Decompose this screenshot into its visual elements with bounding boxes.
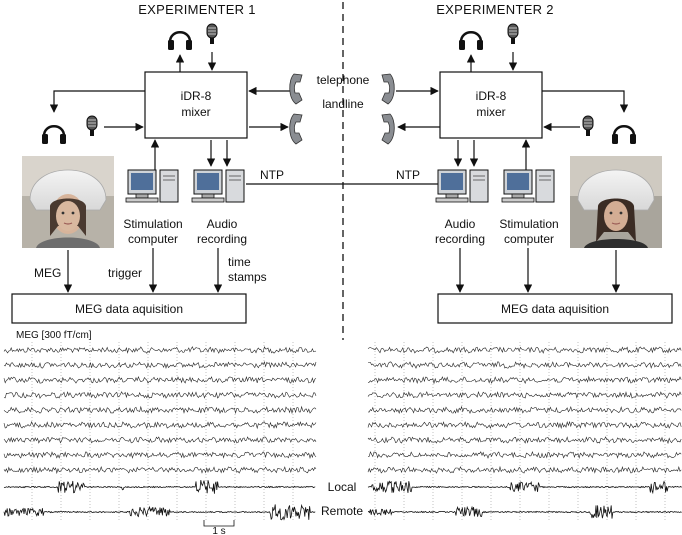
- landline-label: landline: [322, 97, 364, 111]
- meg-acquisition-label-1: MEG data aquisition: [75, 302, 183, 316]
- headphones-icon: [459, 31, 483, 50]
- remote-label: Remote: [321, 504, 363, 518]
- microphone-icon: [206, 23, 218, 44]
- meg-signal-label: MEG: [34, 266, 61, 280]
- microphone-icon: [582, 115, 594, 136]
- participant-photo-2: [570, 156, 662, 248]
- ntp-label-left: NTP: [260, 168, 284, 182]
- meg-scale-label: MEG [300 fT/cm]: [16, 330, 92, 341]
- computer-icon: [125, 169, 179, 203]
- ntp-label-right: NTP: [396, 168, 420, 182]
- headphones-icon: [168, 31, 192, 50]
- meg-trace: [3, 391, 317, 399]
- meg-trace: [367, 450, 682, 459]
- audio-trace: [367, 480, 682, 495]
- meg-acquisition-label-2: MEG data aquisition: [501, 302, 609, 316]
- mixer-label-line1: iDR-8: [476, 89, 507, 103]
- meg-trace: [3, 360, 317, 369]
- local-label: Local: [328, 480, 357, 494]
- stim-computer-label-line1: Stimulation: [499, 217, 558, 231]
- meg-trace: [367, 436, 682, 445]
- telephone-icon: [289, 113, 303, 145]
- time-stamps-label-line2: stamps: [228, 270, 267, 284]
- audio-recording-label-line2: recording: [197, 232, 247, 246]
- audio-trace: [367, 505, 682, 519]
- telephone-icon: [381, 73, 395, 105]
- mixer-label-line2: mixer: [476, 105, 505, 119]
- experimenter-1-title: EXPERIMENTER 1: [138, 2, 256, 17]
- meg-trace: [3, 465, 317, 475]
- time-scale-bar: [203, 520, 235, 527]
- meg-trace: [367, 390, 682, 399]
- meg-trace: [3, 436, 317, 444]
- meg-trace: [3, 375, 317, 384]
- audio-trace: [3, 503, 316, 521]
- trigger-label: trigger: [108, 266, 142, 280]
- headphones-icon: [42, 125, 66, 144]
- microphone-icon: [507, 23, 519, 44]
- stim-computer-label-line1: Stimulation: [123, 217, 182, 231]
- participant-photo-1: [22, 156, 114, 248]
- stim-computer-label-line2: computer: [128, 232, 178, 246]
- meg-trace: [367, 420, 682, 430]
- time-scale-label: 1 s: [212, 526, 225, 535]
- mixer-box-2: [439, 71, 543, 139]
- audio-recording-label-line2: recording: [435, 232, 485, 246]
- audio-recording-label-line1: Audio: [207, 217, 238, 231]
- meg-trace: [3, 420, 317, 430]
- meg-trace: [367, 375, 682, 385]
- telephone-icon: [289, 73, 303, 105]
- computer-icon: [435, 169, 489, 203]
- telephone-icon: [381, 113, 395, 145]
- experimenter-2-title: EXPERIMENTER 2: [436, 2, 554, 17]
- computer-icon: [191, 169, 245, 203]
- meg-acquisition-box-1: [11, 293, 247, 324]
- mixer-box-1: [144, 71, 248, 139]
- time-stamps-label-line1: time: [228, 255, 251, 269]
- stim-computer-label-line2: computer: [504, 232, 554, 246]
- meg-trace: [367, 346, 682, 354]
- headphones-icon: [612, 125, 636, 144]
- audio-recording-label-line1: Audio: [445, 217, 476, 231]
- audio-trace: [3, 480, 316, 494]
- meg-trace: [367, 405, 682, 415]
- meg-trace: [3, 346, 317, 354]
- meg-trace: [3, 451, 317, 459]
- meg-trace: [368, 361, 682, 369]
- audio-traces: [3, 480, 682, 521]
- mixer-label-line2: mixer: [181, 105, 210, 119]
- meg-traces-right: [367, 342, 682, 520]
- meg-trace: [367, 465, 682, 474]
- telephone-label: telephone: [317, 73, 370, 87]
- meg-traces-left: [3, 342, 317, 520]
- microphone-icon: [86, 115, 98, 136]
- mixer-label-line1: iDR-8: [181, 89, 212, 103]
- meg-acquisition-box-2: [437, 293, 673, 324]
- computer-icon: [501, 169, 555, 203]
- meg-trace: [3, 405, 317, 415]
